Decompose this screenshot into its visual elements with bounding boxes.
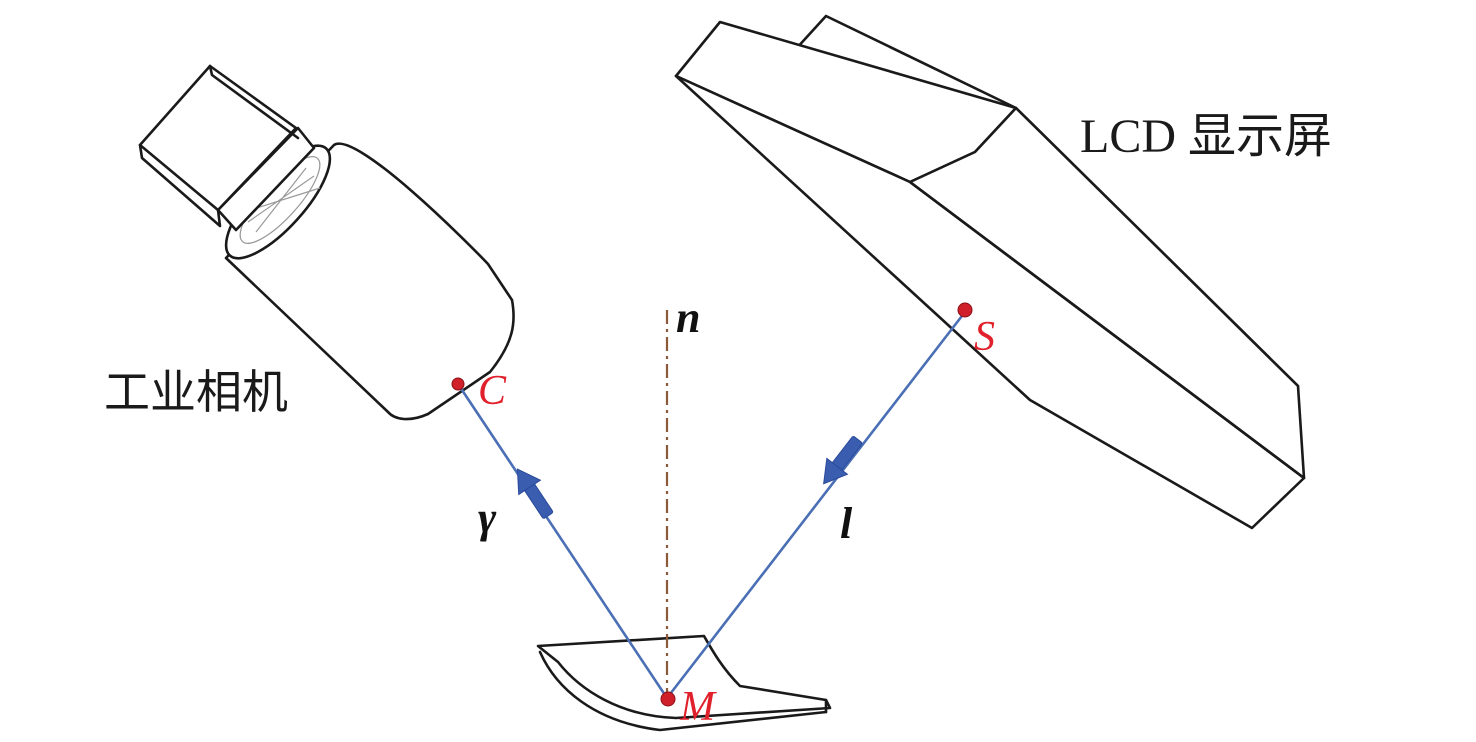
incident-ray (665, 311, 967, 699)
source-point-marker (957, 302, 973, 318)
camera-label: 工业相机 (104, 365, 288, 419)
camera-back-box (138, 64, 298, 212)
surface-point-marker (660, 691, 676, 707)
lcd-display (674, 14, 1306, 530)
industrial-camera (138, 64, 515, 421)
lcd-screen-face (674, 74, 1306, 530)
source-point-label: S (974, 314, 995, 360)
reflected-vector-label: γ (478, 493, 497, 542)
reflected-ray (456, 383, 669, 699)
reflected-arrow (516, 468, 554, 519)
camera-point-label: C (478, 368, 507, 414)
display-label: LCD 显示屏 (1080, 110, 1332, 163)
incident-arrow (823, 436, 863, 485)
surface-bottom (538, 650, 828, 732)
camera-point-marker (451, 377, 465, 391)
incident-vector-label: l (840, 499, 853, 548)
normal-label: n (676, 293, 700, 342)
surface-point-label: M (679, 684, 717, 730)
